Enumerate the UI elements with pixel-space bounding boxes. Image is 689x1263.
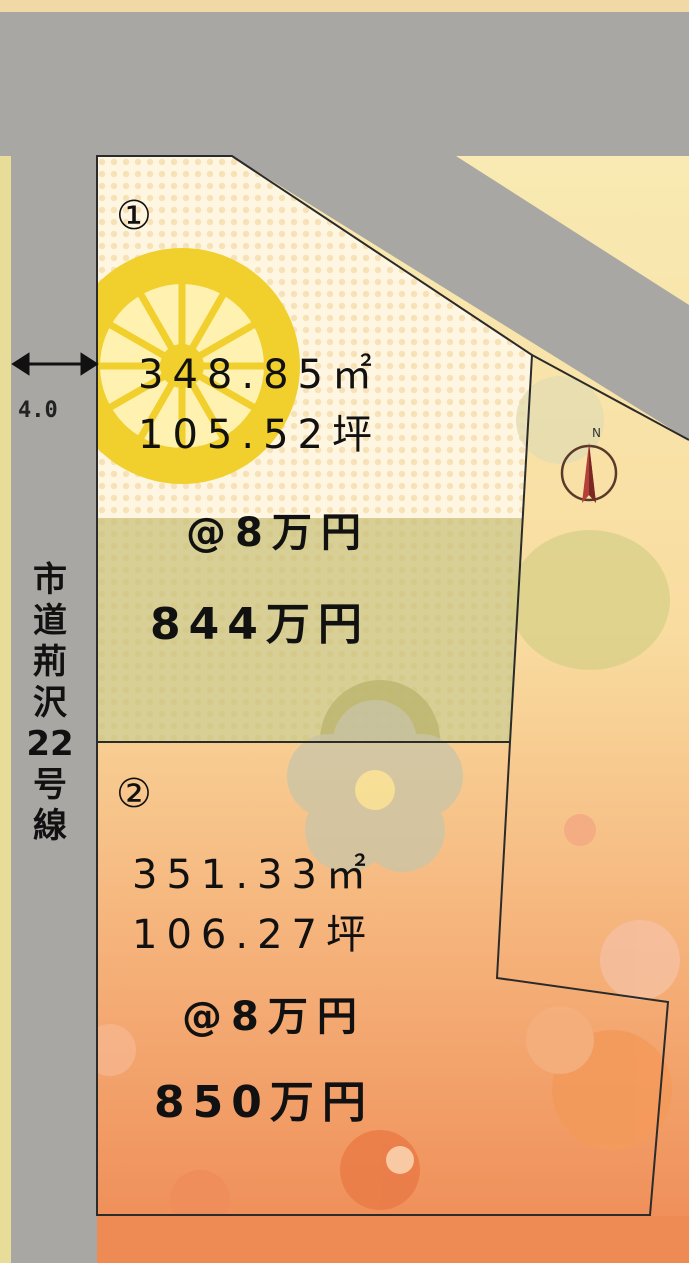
lot-2-boundary (96, 741, 670, 1216)
road-width-arrow (11, 352, 99, 376)
lot-2-area-tsubo: 106.27坪 (132, 912, 375, 958)
lot-1-area-m2: 348.85㎡ (138, 352, 381, 398)
road-diagonal (232, 156, 689, 440)
road-width-label: 4.0 (18, 398, 58, 423)
top-strip (0, 0, 689, 12)
lot-2-area-m2: 351.33㎡ (132, 852, 375, 898)
road-name-char: 市 (33, 560, 67, 600)
road-name-char: 荊 (33, 642, 67, 682)
north-label: N (592, 426, 601, 440)
lot-1-total-price: 844万円 (150, 599, 370, 650)
road-top (0, 12, 689, 156)
olive-band (97, 518, 532, 742)
roads (0, 12, 689, 1263)
lot-1-number: ① (116, 193, 152, 239)
road-name-char: 沢 (33, 683, 67, 723)
road-name-char: 線 (33, 806, 67, 846)
north-arrow-icon: N (560, 426, 618, 503)
lot-1-unit-price: @8万円 (186, 510, 370, 556)
yellow-flower (64, 248, 300, 484)
road-name: 市 道 荊 沢 22 号 線 (22, 560, 78, 847)
lot-2-unit-price: @8万円 (182, 994, 366, 1040)
lot-2-number: ② (116, 771, 152, 817)
road-name-char: 道 (33, 601, 67, 641)
grey-flower (287, 700, 463, 872)
bottom-strip (97, 1216, 689, 1263)
lot-1-boundary (96, 155, 534, 743)
lot-boundaries (96, 155, 689, 1216)
road-name-char: 22 (26, 724, 74, 764)
lot-1-area-tsubo: 105.52坪 (138, 412, 381, 458)
lot-2-total-price: 850万円 (154, 1077, 374, 1128)
road-name-char: 号 (33, 765, 67, 805)
road-left (11, 156, 97, 1263)
